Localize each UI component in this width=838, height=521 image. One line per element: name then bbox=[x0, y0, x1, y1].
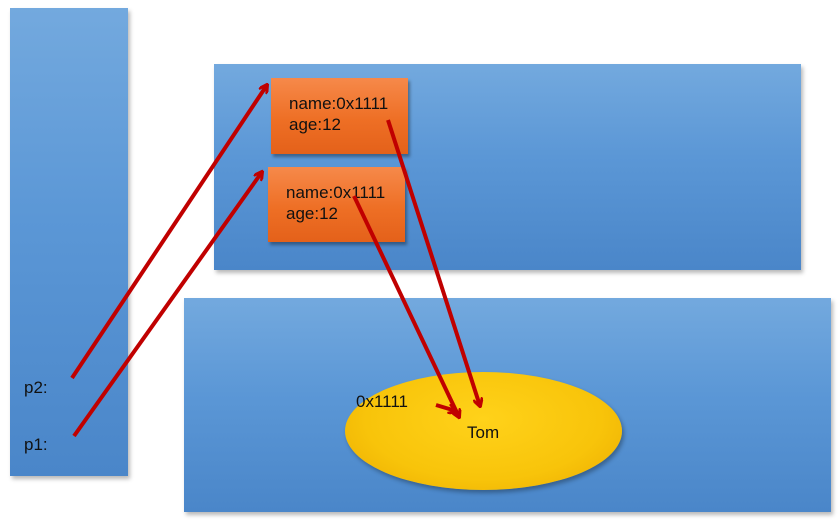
string-value-label: Tom bbox=[467, 423, 500, 442]
stack-var-p2: p2: bbox=[24, 378, 48, 397]
object-name-field: name:0x1111 bbox=[289, 94, 389, 113]
person-object-2: name:0x1111 age:12 bbox=[268, 167, 405, 242]
object-age-field: age:12 bbox=[286, 204, 338, 223]
object-age-field: age:12 bbox=[289, 115, 341, 134]
string-address-label: 0x1111 bbox=[356, 392, 408, 411]
object-name-field: name:0x1111 bbox=[286, 183, 386, 202]
stack-var-p1: p1: bbox=[24, 435, 48, 454]
person-object-1: name:0x1111 age:12 bbox=[271, 78, 408, 154]
stack-panel bbox=[10, 8, 128, 476]
